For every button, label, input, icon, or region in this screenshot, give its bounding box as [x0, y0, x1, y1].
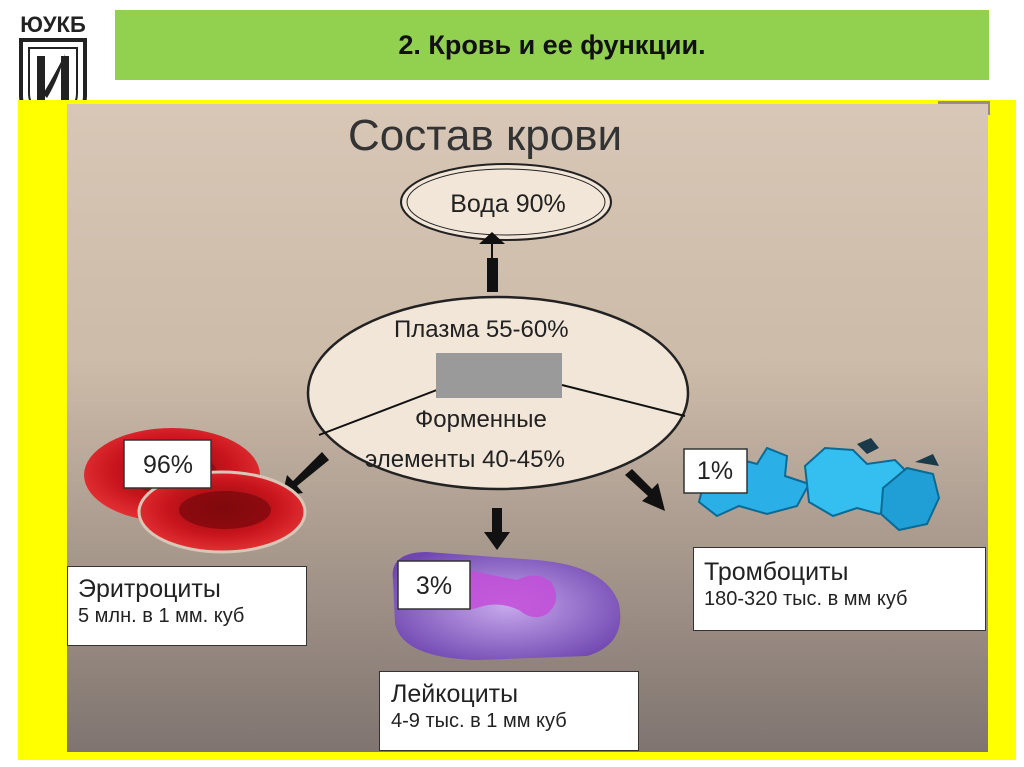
- platelets-name: Тромбоциты: [704, 558, 985, 587]
- water-label: Вода 90%: [450, 190, 566, 218]
- gray-overlay: [436, 353, 562, 398]
- diagram-title: Состав крови: [348, 111, 622, 160]
- plasma-label: Плазма 55-60%: [394, 316, 569, 343]
- formed-elements-line2: элементы 40-45%: [365, 446, 565, 473]
- leukocytes-percent: 3%: [416, 572, 452, 600]
- erythrocytes-count: 5 млн. в 1 мм. куб: [78, 604, 306, 628]
- slide-header: 2. Кровь и ее функции.: [115, 10, 989, 80]
- platelets-label-box: Тромбоциты 180-320 тыс. в мм куб: [693, 547, 986, 631]
- leukocytes-count: 4-9 тыс. в 1 мм куб: [391, 709, 638, 733]
- leukocytes-name: Лейкоциты: [391, 680, 638, 709]
- erythrocytes-name: Эритроциты: [78, 575, 306, 604]
- slide-title: 2. Кровь и ее функции.: [398, 30, 705, 61]
- logo-text: ЮУКБ: [20, 12, 86, 37]
- erythrocytes-label-box: Эритроциты 5 млн. в 1 мм. куб: [67, 566, 307, 646]
- erythrocytes-percent: 96%: [143, 451, 193, 479]
- arrow-down-icon: [484, 508, 510, 550]
- blood-composition-diagram: Состав крови Вода 90% Плазма 55-60% Форм…: [67, 104, 988, 752]
- platelets-count: 180-320 тыс. в мм куб: [704, 587, 985, 611]
- formed-elements-line1: Форменные: [415, 406, 547, 433]
- leukocytes-label-box: Лейкоциты 4-9 тыс. в 1 мм куб: [379, 671, 639, 751]
- arrow-down-right-icon: [625, 469, 665, 511]
- blood-composition-panel: Состав крови Вода 90% Плазма 55-60% Форм…: [67, 104, 988, 752]
- arrow-up-icon: [479, 232, 505, 292]
- platelets-percent: 1%: [697, 457, 733, 485]
